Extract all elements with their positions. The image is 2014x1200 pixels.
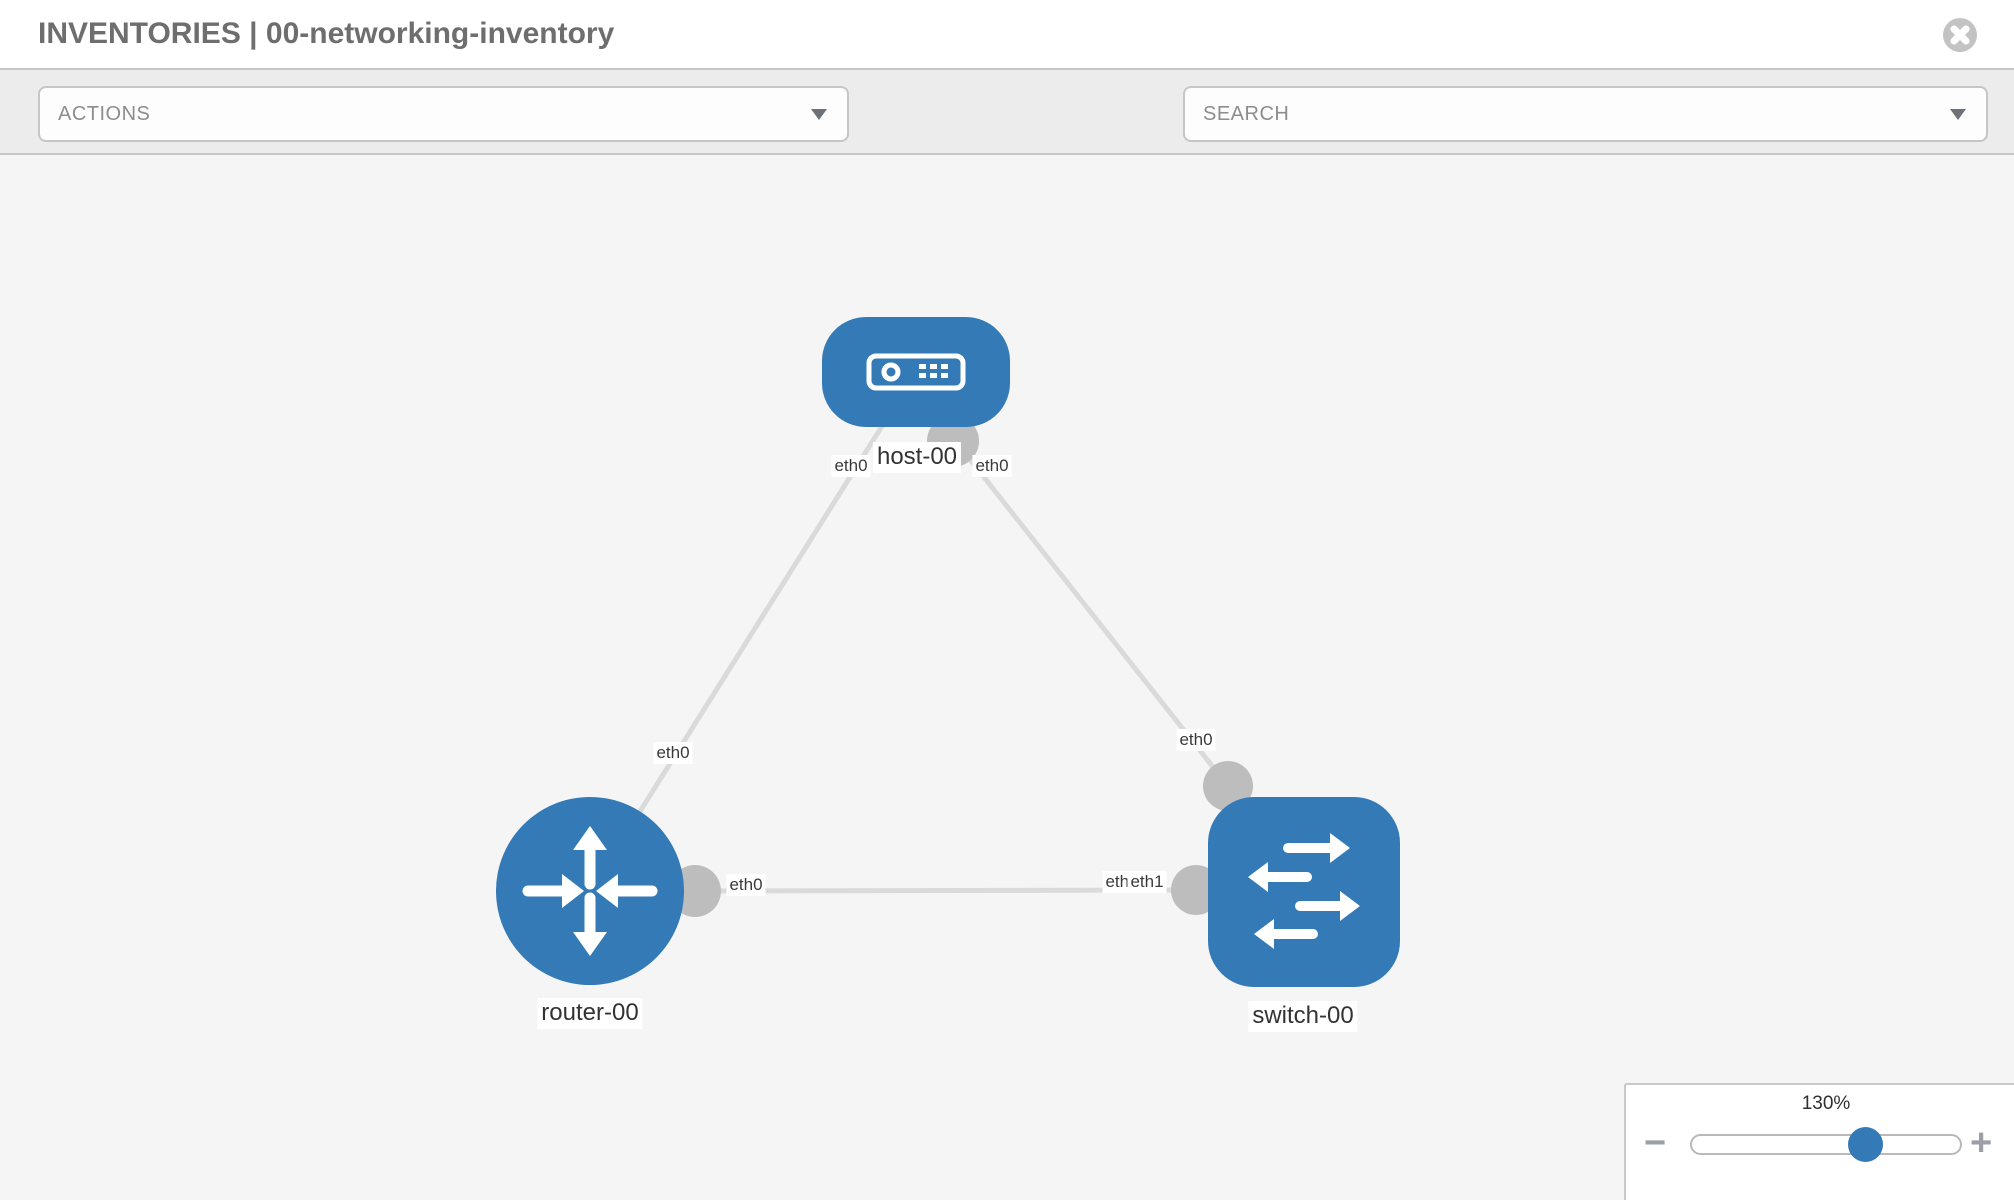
node-label-host: host-00 [872,442,962,473]
interface-label: eth0 [972,455,1012,478]
search-dropdown-label: SEARCH [1203,102,1290,125]
search-dropdown[interactable]: SEARCH [1183,86,1988,142]
chevron-down-icon [1950,109,1966,120]
switch-icon [1248,833,1360,949]
topology-svg [496,317,1400,987]
actions-dropdown-label: ACTIONS [58,102,151,125]
header: INVENTORIES | 00-networking-inventory [0,0,2014,70]
close-icon [1943,18,1977,52]
node-label-switch: switch-00 [1248,1001,1358,1032]
interface-connector[interactable] [1203,761,1253,811]
interface-label: eth1 [1127,871,1167,894]
router-icon [522,826,658,956]
node-router-00[interactable] [496,797,684,985]
connectors-layer [669,415,1253,917]
zoom-slider-thumb[interactable] [1848,1127,1883,1162]
zoom-out-button[interactable]: − [1644,1122,1667,1164]
host-icon [866,353,966,391]
node-switch-00[interactable] [1208,797,1400,987]
page-title: INVENTORIES | 00-networking-inventory [38,17,615,50]
node-label-router: router-00 [537,998,643,1029]
zoom-slider[interactable] [1690,1134,1962,1155]
zoom-in-button[interactable]: + [1970,1122,1993,1164]
interface-label: eth0 [726,874,766,897]
interface-label: eth0 [653,742,693,765]
link-host-switch[interactable] [951,436,1230,788]
zoom-level: 130% [1801,1093,1851,1114]
actions-dropdown[interactable]: ACTIONS [38,86,849,142]
interface-label: eth0 [1176,729,1216,752]
node-host-00[interactable] [822,317,1010,427]
zoom-panel: 130% − + [1624,1083,2014,1200]
chevron-down-icon [811,109,827,120]
interface-label: eth0 [831,455,871,478]
toolbar: ACTIONS SEARCH [0,70,2014,207]
close-button[interactable] [1943,18,1977,52]
topology-canvas[interactable]: eth0 eth0 host-00 eth0 eth0 eth0 eth0 et… [0,155,2014,1200]
